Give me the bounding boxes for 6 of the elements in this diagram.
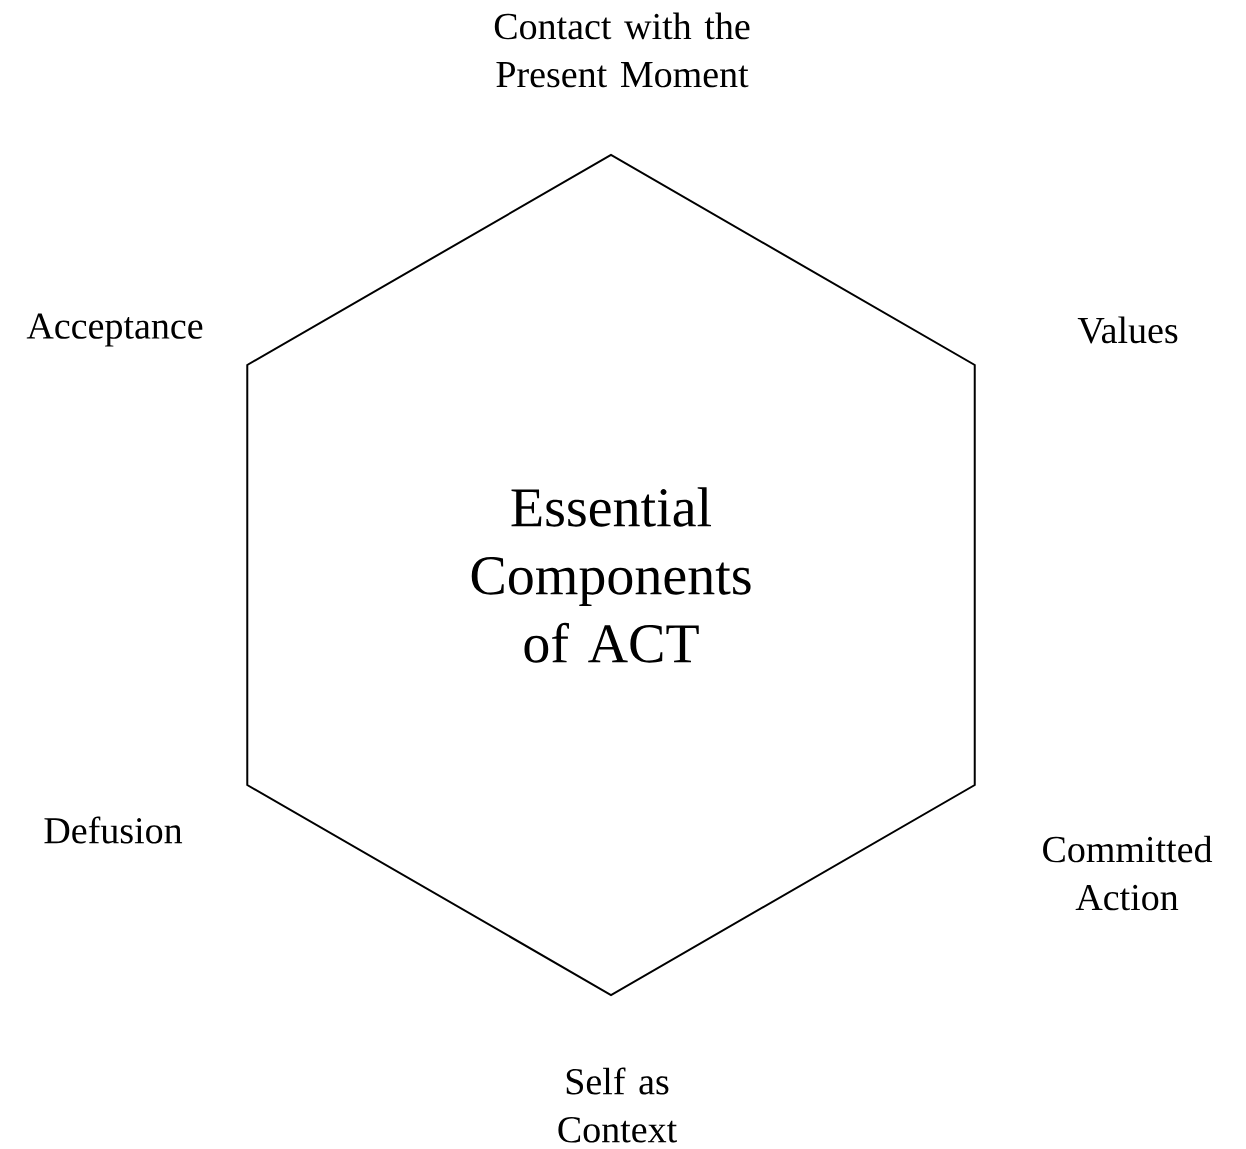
vertex-label: Values	[1077, 316, 1178, 344]
vertex-label: Contact with the Present Moment	[494, 12, 750, 88]
vertex-label: Acceptance	[26, 313, 203, 347]
vertex-label: Defusion	[44, 816, 183, 844]
vertex-label: Self as Context	[558, 1067, 677, 1143]
vertex-label: Committed Action	[1043, 835, 1213, 911]
